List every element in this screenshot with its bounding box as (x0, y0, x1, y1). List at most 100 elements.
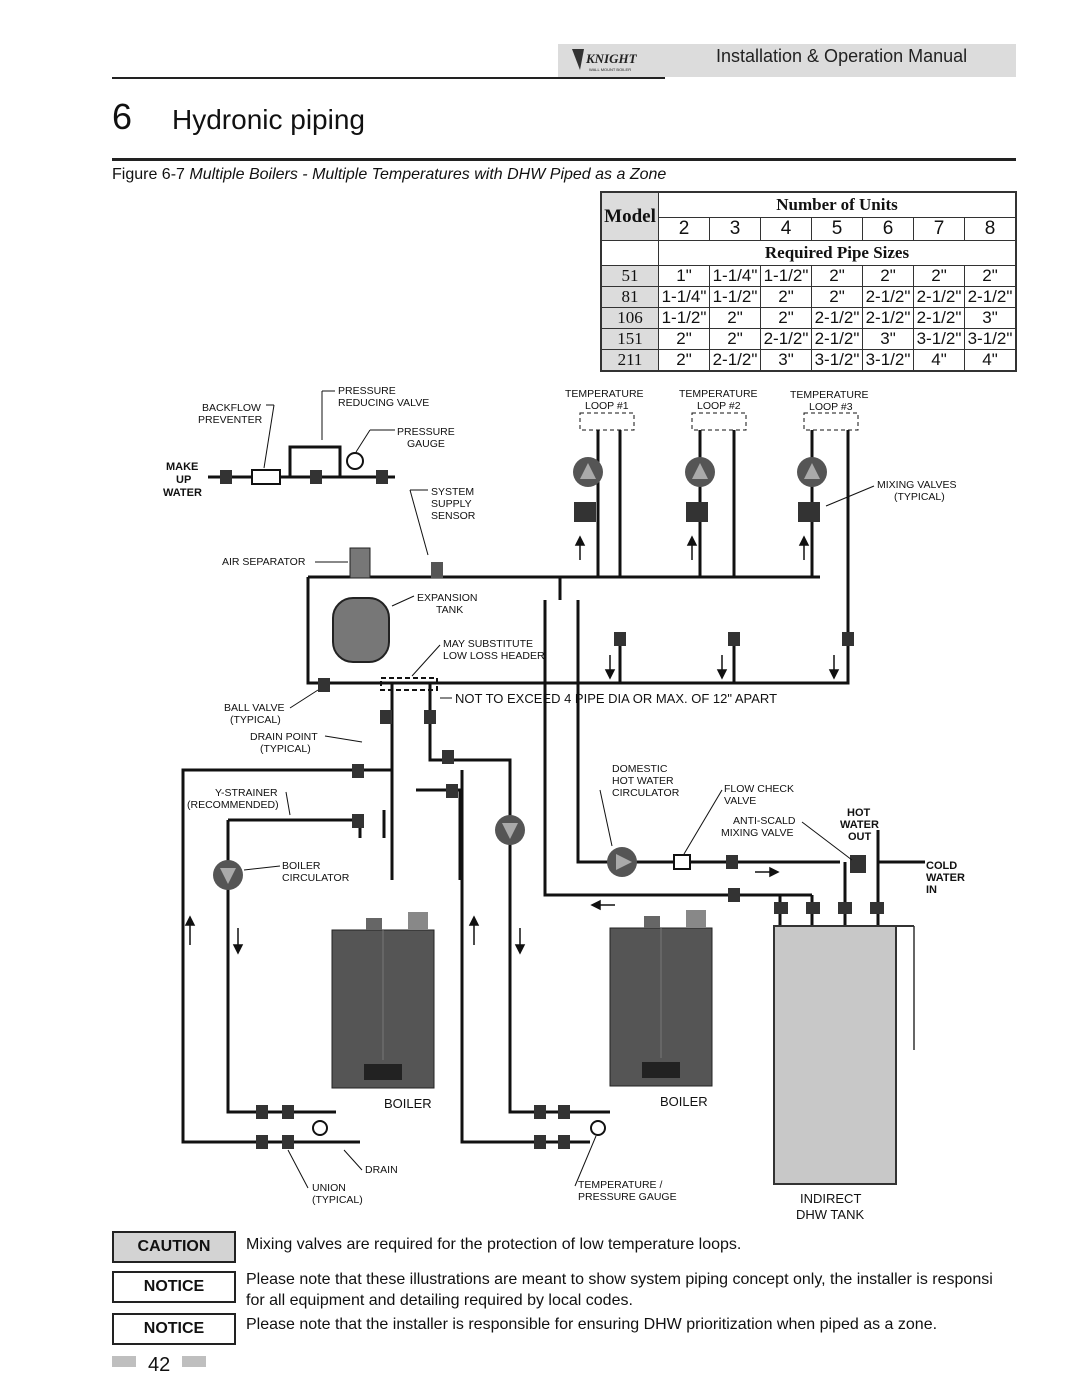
label-drain: DRAIN (365, 1164, 398, 1176)
boiler-circulator-icon (495, 815, 525, 845)
diagram-labels: PRESSURE REDUCING VALVE BACKFLOW PREVENT… (163, 385, 965, 1222)
boiler-circulator-icon (213, 860, 243, 890)
figure-caption-text: Multiple Boilers - Multiple Temperatures… (189, 166, 667, 183)
caution-text: Mixing valves are required for the prote… (246, 1236, 742, 1253)
manual-title: Installation & Operation Manual (716, 46, 968, 66)
pipe-size-cell: 3-1/2" (964, 328, 1017, 350)
notice-text-2: Please note that the installer is respon… (246, 1316, 938, 1333)
svg-text:KNIGHT: KNIGHT (585, 51, 638, 66)
loop-2-box (691, 412, 747, 431)
loop-3-box (803, 412, 859, 431)
label-dhw-circ-3: CIRCULATOR (612, 787, 680, 799)
indirect-dhw-tank (773, 925, 897, 1185)
label-cold-3: IN (926, 884, 937, 896)
pipe-size-cell: 2-1/2" (862, 307, 914, 329)
label-flow-check-2: VALVE (724, 795, 756, 807)
system-supply-sensor (431, 562, 443, 578)
label-air-separator: AIR SEPARATOR (222, 556, 306, 568)
label-boiler-circ-2: CIRCULATOR (282, 872, 350, 884)
pipe-size-cell: 4" (964, 349, 1017, 372)
unit-header: 7 (913, 217, 965, 241)
label-sensor-3: SENSOR (431, 510, 476, 522)
chapter-number: 6 (112, 96, 133, 137)
label-ball-valve-1: BALL VALVE (224, 702, 285, 714)
label-sensor-1: SYSTEM (431, 486, 474, 498)
label-pressure-reducing-2: REDUCING VALVE (338, 397, 429, 409)
backflow-preventer (251, 469, 281, 485)
page-bar-right (182, 1356, 206, 1367)
label-make-2: UP (176, 474, 191, 486)
pipe-size-cell: 2" (964, 265, 1017, 287)
piping-diagram: PRESSURE REDUCING VALVE BACKFLOW PREVENT… (163, 385, 965, 1222)
label-y-strainer-2: (RECOMMENDED) (187, 799, 279, 811)
label-boiler-2: BOILER (660, 1094, 708, 1109)
header-band (558, 44, 1016, 77)
flow-arrows (184, 535, 840, 955)
anti-scald-valve (850, 855, 866, 873)
label-hot-1: HOT (847, 807, 871, 819)
chapter-rule (112, 158, 1016, 161)
pipe-size-cell: 3-1/2" (913, 328, 965, 350)
loop-circulator-icon (685, 457, 715, 487)
air-separator (349, 547, 371, 579)
label-make-1: MAKE (166, 461, 198, 473)
label-sensor-2: SUPPLY (431, 498, 472, 510)
model-cell: 211 (600, 349, 659, 372)
label-cold-2: WATER (926, 872, 965, 884)
model-cell: 81 (600, 286, 659, 308)
mixing-valve-icon (574, 502, 596, 522)
loop-circulator-icon (573, 457, 603, 487)
pipe-size-cell: 2" (658, 328, 710, 350)
page-number: 42 (148, 1354, 171, 1376)
label-backflow-2: PREVENTER (198, 414, 263, 426)
label-boiler-1: BOILER (384, 1096, 432, 1111)
loop-circulator-icon (797, 457, 827, 487)
label-loop2-2: LOOP #2 (697, 400, 741, 412)
label-flow-check-1: FLOW CHECK (724, 783, 794, 795)
temp-pressure-gauge-icon (312, 1120, 328, 1136)
label-hot-2: WATER (840, 819, 879, 831)
pipe-size-cell: 1-1/2" (658, 307, 710, 329)
pipe-size-cell: 2" (709, 328, 761, 350)
label-cold-1: COLD (926, 860, 957, 872)
label-lowloss-1: MAY SUBSTITUTE (443, 638, 533, 650)
pipe-size-cell: 2-1/2" (760, 328, 812, 350)
label-loop3-1: TEMPERATURE (790, 389, 869, 401)
required-pipe-sizes-header: Required Pipe Sizes (658, 240, 1017, 266)
label-boiler-circ-1: BOILER (282, 860, 321, 872)
page-bar-left (112, 1356, 136, 1367)
expansion-tank (332, 597, 390, 663)
label-drain-point-1: DRAIN POINT (250, 731, 318, 743)
boiler-2 (609, 910, 713, 1087)
label-lowloss-2: LOW LOSS HEADER (443, 650, 545, 662)
label-y-strainer-1: Y-STRAINER (215, 787, 278, 799)
knight-logo: KNIGHT WALL MOUNT BOILER (572, 49, 638, 72)
label-ball-valve-2: (TYPICAL) (230, 714, 281, 726)
pipe-size-cell: 2" (811, 286, 863, 308)
figure-caption: Figure 6-7 Multiple Boilers - Multiple T… (112, 166, 666, 184)
mixing-valve-icon (686, 502, 708, 522)
notice-text-1b: for all equipment and detailing required… (246, 1292, 633, 1309)
pipe-size-cell: 1-1/4" (658, 286, 710, 308)
model-cell: 151 (600, 328, 659, 350)
label-drain-point-2: (TYPICAL) (260, 743, 311, 755)
unit-header: 3 (709, 217, 761, 241)
label-expansion-1: EXPANSION (417, 592, 478, 604)
pipe-size-cell: 3-1/2" (811, 349, 863, 372)
ball-valve-icon (220, 470, 884, 1149)
label-tp-gauge-1: TEMPERATURE / (578, 1179, 662, 1191)
label-pressure-gauge-2: GAUGE (407, 438, 445, 450)
temp-pressure-gauge-icon (590, 1120, 606, 1136)
low-loss-header (380, 677, 438, 691)
label-anti-scald-1: ANTI-SCALD (733, 815, 796, 827)
label-loop1-1: TEMPERATURE (565, 388, 644, 400)
mixing-valve-icon (798, 502, 820, 522)
chapter-title: Hydronic piping (172, 104, 365, 135)
dhw-circulator-icon (607, 847, 637, 877)
label-not-to-exceed: NOT TO EXCEED 4 PIPE DIA OR MAX. OF 12" … (455, 691, 777, 706)
label-union-1: UNION (312, 1182, 346, 1194)
